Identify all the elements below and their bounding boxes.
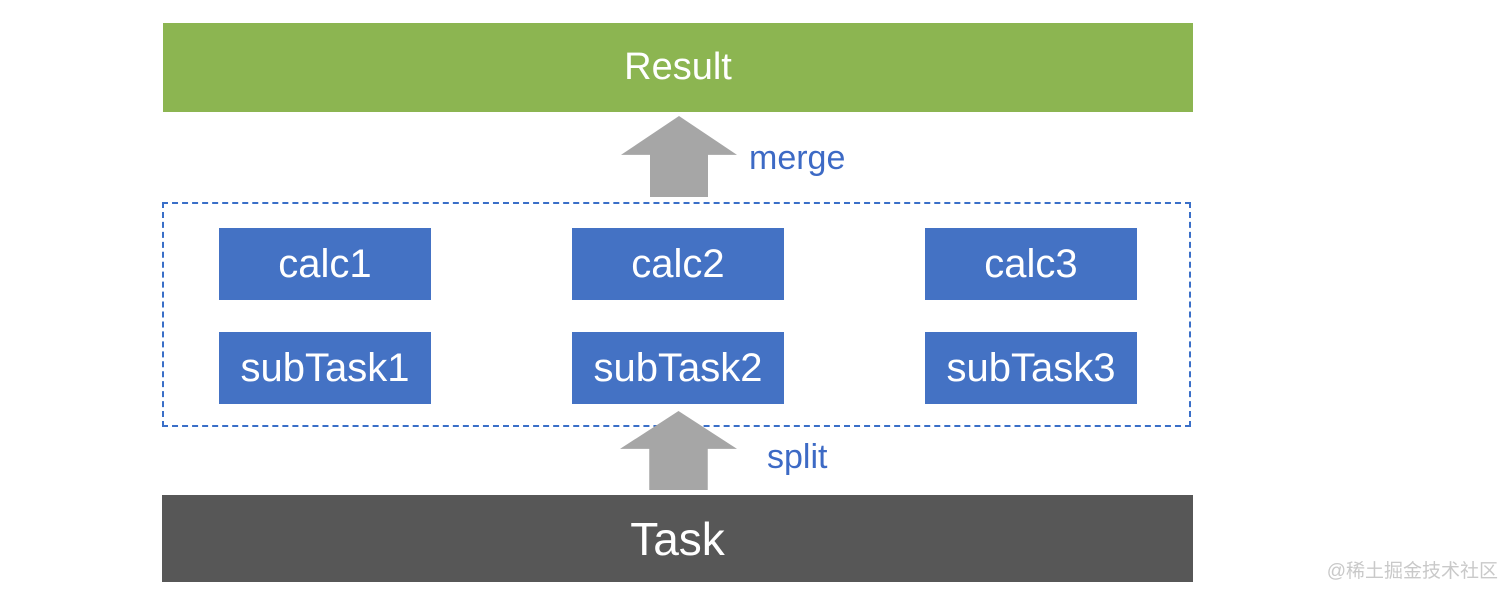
- result-node: Result: [163, 23, 1193, 112]
- merge-label: merge: [749, 139, 846, 177]
- split-label: split: [767, 438, 828, 476]
- task-node: Task: [162, 495, 1193, 582]
- result-node-label: Result: [624, 46, 732, 88]
- node-label: subTask1: [240, 345, 410, 390]
- node-label: calc2: [631, 241, 725, 286]
- node-subtask2: subTask2: [572, 332, 784, 404]
- node-calc3: calc3: [925, 228, 1137, 300]
- node-calc2: calc2: [572, 228, 784, 300]
- merge-arrow-up-icon: [621, 116, 737, 197]
- node-calc1: calc1: [219, 228, 431, 300]
- node-subtask3: subTask3: [925, 332, 1137, 404]
- node-label: subTask2: [593, 345, 763, 390]
- node-label: calc3: [984, 241, 1078, 286]
- node-label: subTask3: [946, 345, 1116, 390]
- node-subtask1: subTask1: [219, 332, 431, 404]
- node-label: calc1: [278, 241, 372, 286]
- watermark: @稀土掘金技术社区: [1326, 561, 1498, 582]
- task-node-label: Task: [630, 512, 725, 565]
